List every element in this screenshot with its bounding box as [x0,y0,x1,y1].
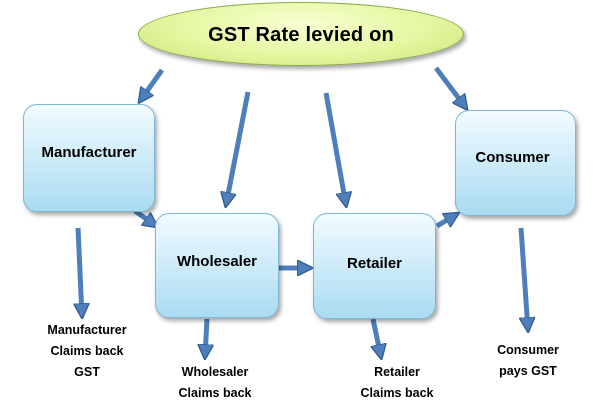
wholesaler-label: Wholesaler [176,253,258,270]
arrow-consumer-pays [518,227,528,330]
retailer-caption: Retailer Claims back [347,362,447,403]
arrow-retailer-claims [373,318,381,357]
caption-line: Manufacturer [47,323,127,337]
arrow-manufacturer-to-wholesaler [133,208,156,226]
arrow-manufacturer-claims [78,227,82,316]
caption-line: Claims back [178,386,252,400]
caption-line: Claims back [50,344,124,358]
arrow-to-wholesaler [226,91,251,205]
arrow-wholesaler-claims [205,318,207,357]
consumer-caption: Consumer pays GST [480,340,576,382]
caption-line: GST [74,365,100,379]
arrow-retailer-to-consumer [435,214,457,229]
caption-line: Claims back [360,386,434,400]
retailer-label: Retailer [346,254,403,272]
arrow-to-consumer [434,66,466,108]
consumer-label: Consumer [475,148,550,166]
manufacturer-box: Manufacturer [23,104,155,212]
wholesaler-box: Wholesaler [155,213,279,318]
caption-line: pays GST [499,364,557,378]
caption-line: Retailer [374,365,420,379]
consumer-box: Consumer [455,110,576,216]
caption-line: Wholesaler [181,365,249,379]
manufacturer-label: Manufacturer [41,143,137,161]
wholesaler-caption: Wholesaler Claims back [165,362,265,403]
diagram-title: GST Rate levied on [208,23,394,46]
arrow-to-retailer [323,92,346,205]
retailer-box: Retailer [313,213,436,319]
arrow-to-manufacturer [140,68,165,101]
manufacturer-caption: Manufacturer Claims back GST [28,320,146,383]
caption-line: Consumer [497,343,559,357]
gst-rate-ellipse: GST Rate levied on [138,2,464,66]
